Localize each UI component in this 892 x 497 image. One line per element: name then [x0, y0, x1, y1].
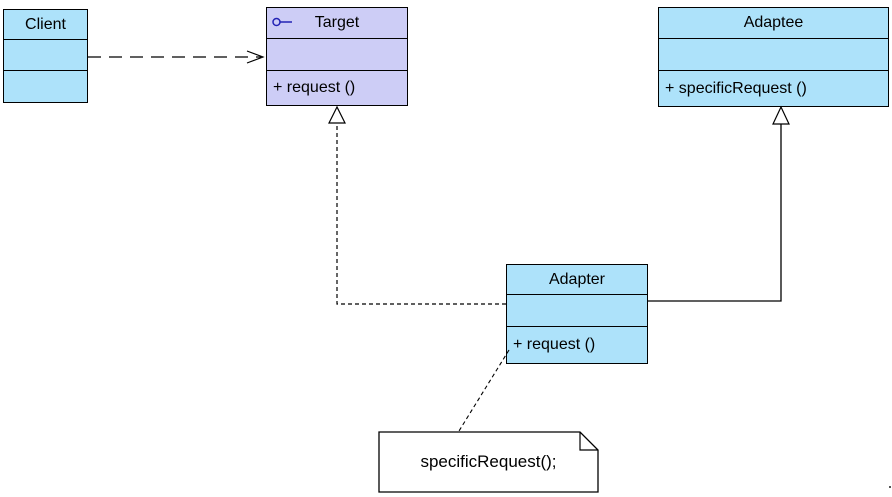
open-arrowhead-icon — [246, 50, 265, 64]
adaptee-method-specificrequest: + specificRequest () — [659, 70, 888, 106]
class-name-client: Client — [25, 15, 66, 33]
client-methods-compartment — [4, 70, 87, 102]
class-name-adapter: Adapter — [548, 270, 606, 288]
class-box-adaptee: Adaptee + specificRequest () — [658, 7, 889, 107]
client-attributes-compartment — [4, 39, 87, 70]
dependency-client-to-target — [88, 50, 265, 64]
realization-adapter-to-target — [328, 105, 506, 305]
class-box-adapter: Adapter + request () — [506, 264, 648, 364]
adapter-attributes-compartment — [507, 294, 647, 326]
interface-lollipop-icon — [272, 17, 292, 27]
note-text: specificRequest(); — [420, 452, 557, 471]
target-attributes-compartment — [267, 38, 407, 70]
generalization-adapter-to-adaptee — [648, 105, 790, 302]
class-name-adaptee: Adaptee — [743, 14, 804, 31]
target-method-request: + request () — [267, 70, 407, 105]
adaptee-attributes-compartment — [659, 38, 888, 70]
class-box-client: Client — [3, 9, 88, 103]
class-box-target: Target + request () — [266, 7, 408, 106]
hollow-triangle-icon — [328, 105, 346, 124]
adapter-method-request: + request () — [507, 326, 647, 363]
class-name-target: Target — [314, 14, 360, 31]
stray-pixel-artifact — [889, 486, 891, 488]
note-attachment-line — [458, 349, 510, 432]
target-title-row: Target — [267, 8, 407, 38]
hollow-triangle-icon — [772, 105, 790, 125]
